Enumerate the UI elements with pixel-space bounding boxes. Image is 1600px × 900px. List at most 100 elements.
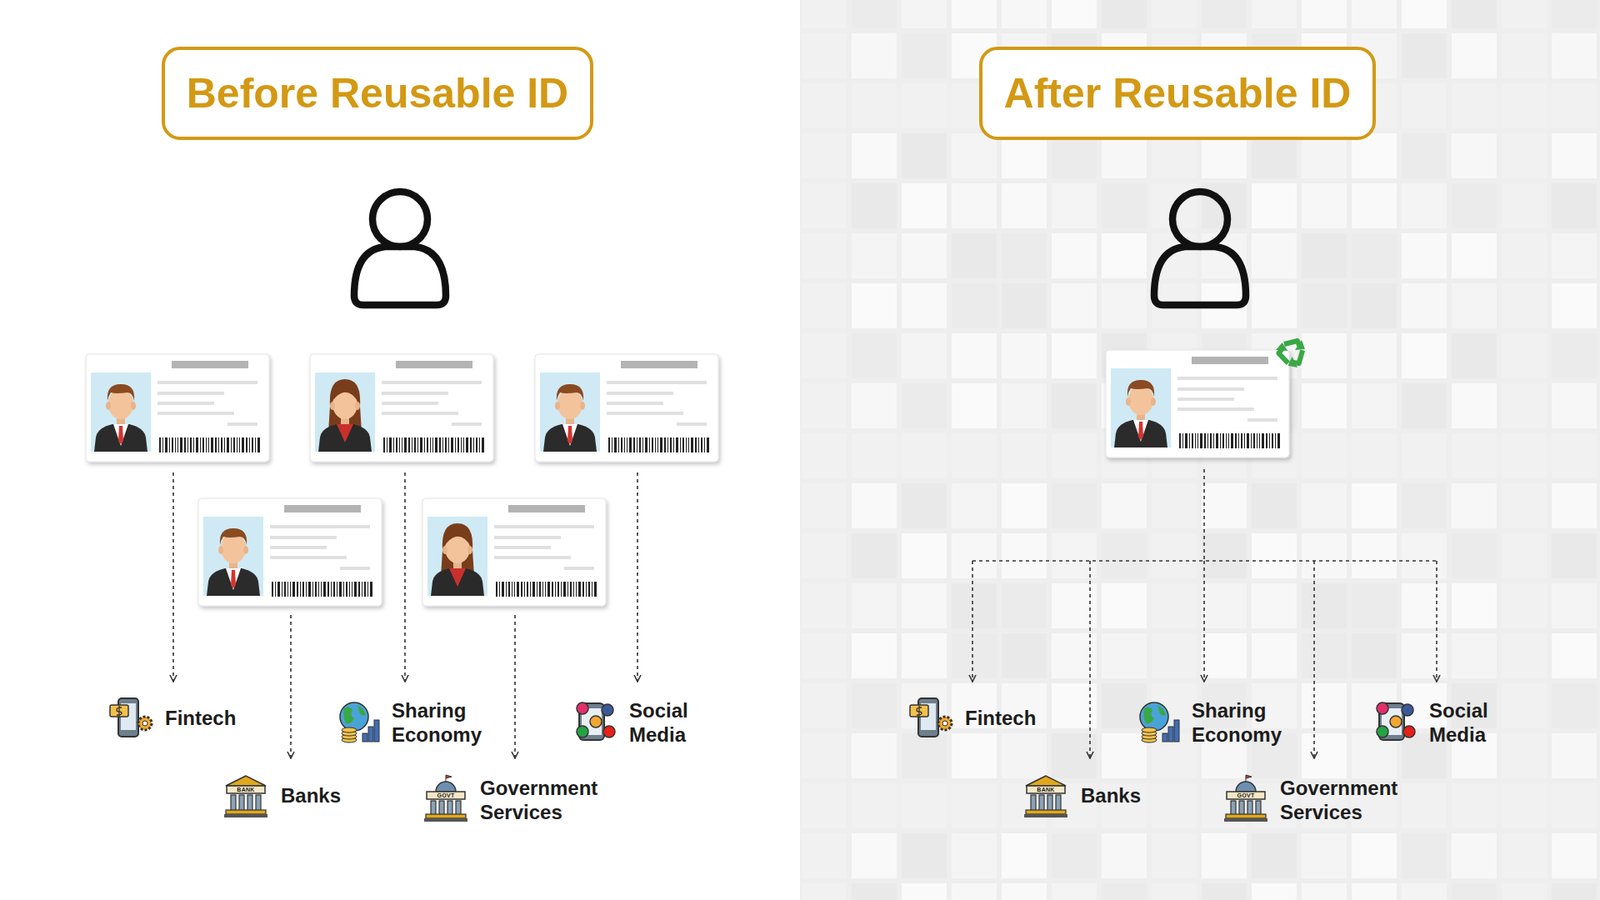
texture-square bbox=[801, 233, 847, 279]
texture-square bbox=[1101, 583, 1147, 629]
texture-square bbox=[1001, 833, 1047, 879]
texture-square bbox=[1251, 183, 1297, 229]
column bbox=[1055, 795, 1061, 811]
card-line bbox=[157, 411, 235, 415]
barcode-bar bbox=[557, 581, 560, 597]
texture-square bbox=[1151, 583, 1197, 629]
ear bbox=[555, 401, 560, 410]
texture-square bbox=[1051, 483, 1097, 529]
texture-square bbox=[1201, 533, 1247, 579]
texture-square bbox=[801, 833, 847, 879]
texture-square bbox=[801, 0, 847, 29]
barcode-bar bbox=[386, 437, 388, 453]
step bbox=[1024, 814, 1068, 818]
barcode-bar bbox=[159, 437, 161, 453]
texture-square bbox=[1251, 233, 1297, 279]
texture-square bbox=[901, 833, 947, 879]
texture-square bbox=[851, 433, 897, 479]
app-badge bbox=[1376, 702, 1389, 715]
barcode-bar bbox=[187, 437, 189, 453]
texture-square bbox=[1001, 583, 1047, 629]
texture-square bbox=[951, 833, 997, 879]
texture-square bbox=[851, 333, 897, 379]
barcode-bar bbox=[1230, 433, 1234, 449]
barcode-bar bbox=[408, 437, 410, 453]
texture-square bbox=[1301, 133, 1347, 179]
texture-square bbox=[1051, 883, 1097, 900]
dashed-arrow bbox=[1203, 469, 1205, 561]
barcode-bar bbox=[698, 437, 700, 453]
texture-square bbox=[801, 733, 847, 779]
barcode-bar bbox=[333, 581, 335, 597]
texture-square bbox=[1001, 433, 1047, 479]
icon-sign-text: GOVT bbox=[1236, 792, 1255, 799]
bank-icon bbox=[1024, 775, 1068, 818]
card-header-bar bbox=[620, 360, 698, 369]
icon-sign-text: BANK bbox=[236, 786, 255, 793]
hair bbox=[556, 384, 584, 401]
texture-square bbox=[1401, 433, 1447, 479]
texture-square bbox=[801, 283, 847, 329]
barcode-bar bbox=[570, 581, 572, 597]
barcode-bar bbox=[220, 437, 223, 453]
bill bbox=[910, 705, 929, 717]
barcode-bar bbox=[420, 437, 423, 453]
shirt bbox=[225, 568, 241, 590]
barcode-bar bbox=[1238, 433, 1240, 449]
barcode-bar bbox=[520, 581, 523, 597]
service-label: Sharing Economy bbox=[1191, 698, 1282, 748]
texture-square bbox=[1001, 333, 1047, 379]
app-badge bbox=[590, 715, 602, 728]
ear bbox=[355, 401, 360, 410]
barcode-bar bbox=[575, 581, 577, 597]
chart-bar bbox=[368, 726, 374, 742]
texture-square bbox=[1101, 833, 1147, 879]
texture-square bbox=[1551, 633, 1597, 679]
barcode-bar bbox=[284, 581, 286, 597]
texture-square bbox=[951, 183, 997, 229]
id-card bbox=[535, 354, 719, 462]
barcode-bar bbox=[330, 581, 332, 597]
barcode-bar bbox=[236, 437, 238, 453]
barcode-bar bbox=[389, 437, 392, 453]
social-icon bbox=[576, 702, 615, 740]
barcode-bar bbox=[165, 437, 168, 453]
dashed-arrow bbox=[404, 472, 406, 682]
texture-square bbox=[851, 283, 897, 329]
texture-square bbox=[1451, 233, 1497, 279]
barcode-bar bbox=[205, 437, 207, 453]
globe bbox=[340, 702, 369, 731]
barcode-bar bbox=[281, 581, 283, 597]
texture-square bbox=[1301, 283, 1347, 329]
barcode-bar bbox=[1191, 433, 1194, 449]
texture-square bbox=[851, 883, 897, 900]
texture-square bbox=[851, 633, 897, 679]
suit bbox=[1114, 420, 1168, 448]
texture-square bbox=[801, 483, 847, 529]
texture-square bbox=[1301, 183, 1347, 229]
barcode-bar bbox=[642, 437, 644, 453]
texture-square bbox=[1451, 333, 1497, 379]
barcode-bar bbox=[639, 437, 641, 453]
texture-square bbox=[1351, 583, 1397, 629]
texture-square bbox=[851, 583, 897, 629]
fringe bbox=[331, 384, 359, 403]
title-text: Before Reusable ID bbox=[186, 68, 569, 119]
card-body bbox=[85, 354, 270, 462]
suit bbox=[543, 424, 597, 452]
step bbox=[224, 814, 268, 818]
dashed-arrow bbox=[172, 472, 175, 682]
texture-square bbox=[1301, 0, 1347, 29]
barcode-bar bbox=[657, 437, 659, 453]
texture-square bbox=[951, 433, 997, 479]
texture-square bbox=[801, 383, 847, 429]
suit bbox=[318, 424, 372, 452]
barcode-bar bbox=[1195, 433, 1196, 449]
barcode-bar bbox=[455, 437, 456, 453]
barcode-bar bbox=[667, 437, 669, 453]
barcode-bar bbox=[463, 437, 465, 453]
texture-square bbox=[1201, 133, 1247, 179]
texture-square bbox=[851, 133, 897, 179]
texture-square bbox=[1501, 633, 1547, 679]
id-card bbox=[422, 498, 606, 606]
